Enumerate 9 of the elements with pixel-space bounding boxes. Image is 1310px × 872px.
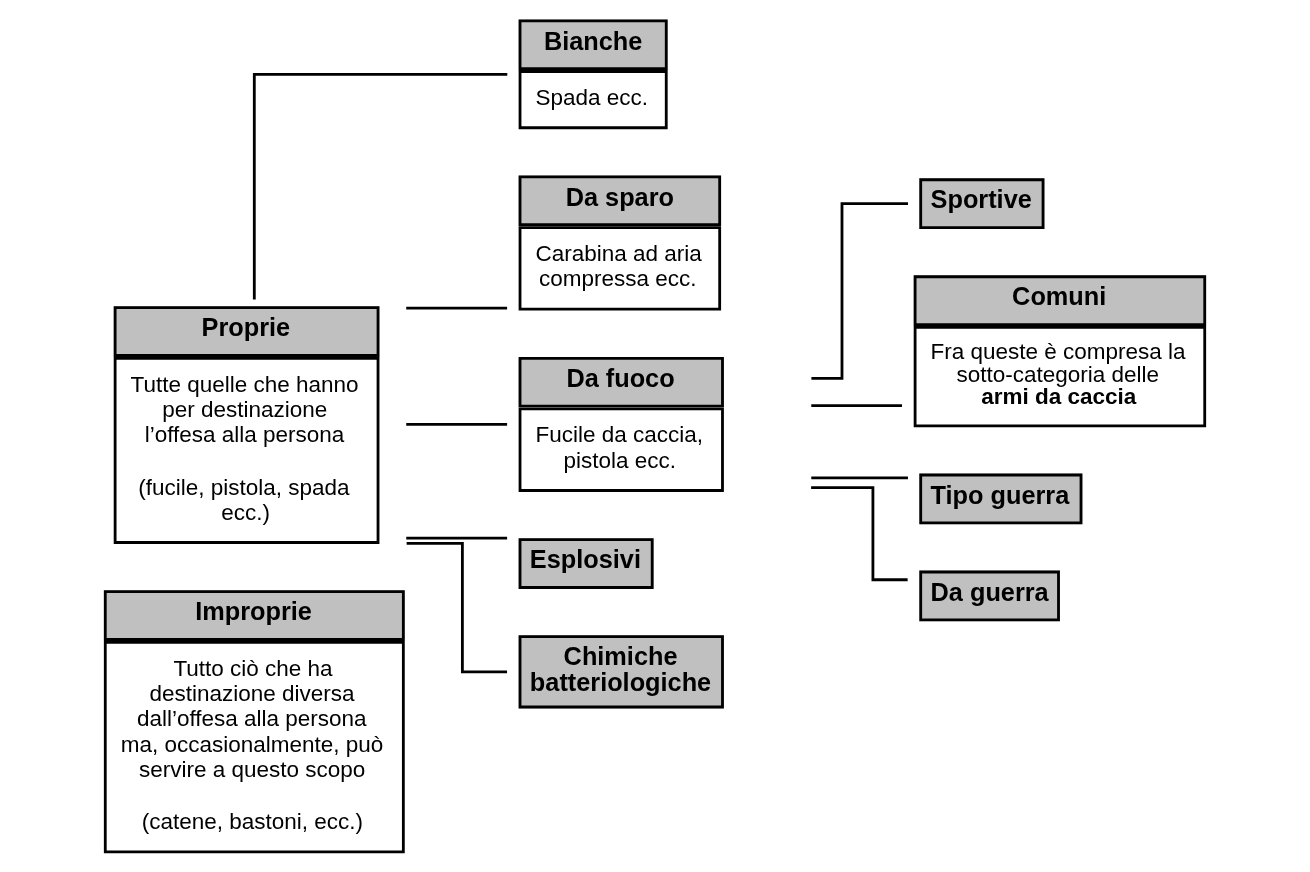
connector xyxy=(252,72,508,300)
connector xyxy=(811,486,908,582)
connector xyxy=(811,202,908,380)
connector xyxy=(811,404,902,408)
connector xyxy=(811,476,908,480)
connector xyxy=(406,423,508,426)
connector xyxy=(406,542,508,674)
connector xyxy=(406,306,508,310)
connector xyxy=(406,536,508,540)
